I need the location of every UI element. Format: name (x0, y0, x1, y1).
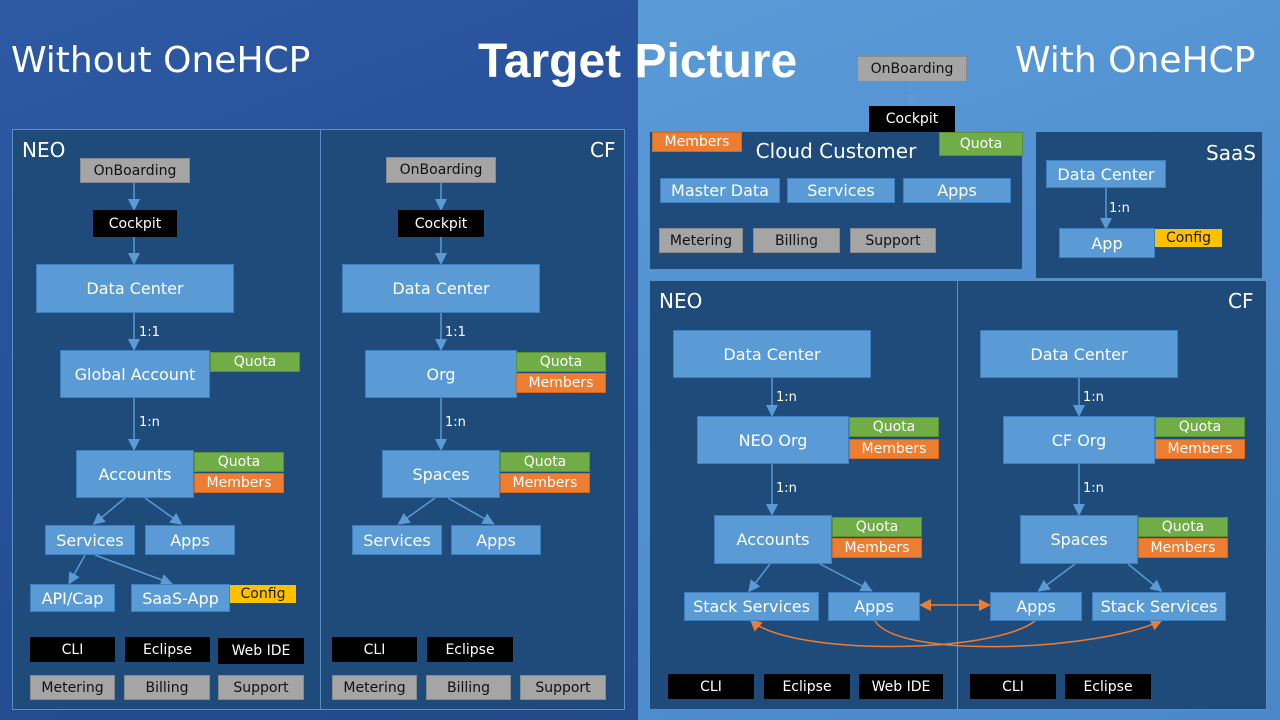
left-neo-accounts: Accounts (76, 450, 194, 498)
left-neo-ga-quota: Quota (210, 352, 300, 372)
left-cf-spaces-members: Members (500, 473, 590, 493)
left-neo-web-ide: Web IDE (218, 638, 304, 664)
left-cf-services: Services (352, 525, 442, 555)
left-neo-api-cap: API/Cap (30, 584, 115, 612)
cloud-customer-support: Support (850, 228, 936, 253)
right-neo-cli: CLI (668, 674, 754, 699)
left-neo-cockpit: Cockpit (93, 210, 177, 237)
left-neo-saas-app: SaaS-App (131, 584, 230, 612)
left-neo-onboarding: OnBoarding (80, 158, 190, 183)
right-neo-accounts-quota: Quota (832, 517, 922, 537)
left-neo-data-center: Data Center (36, 264, 234, 313)
saas-config: Config (1155, 229, 1222, 247)
right-cf-spaces: Spaces (1020, 515, 1138, 564)
left-cf-apps: Apps (451, 525, 541, 555)
saas-data-center: Data Center (1046, 160, 1166, 188)
left-neo-rel-1-n: 1:n (139, 415, 160, 430)
left-cf-cockpit: Cockpit (398, 210, 484, 237)
right-cf-stack-services: Stack Services (1092, 592, 1226, 621)
right-cf-eclipse: Eclipse (1065, 674, 1151, 699)
left-cf-metering: Metering (332, 675, 417, 700)
right-cf-apps: Apps (990, 592, 1082, 621)
title-without-onehcp: Without OneHCP (11, 40, 311, 81)
saas-label: SaaS (1206, 141, 1256, 165)
right-neo-accounts: Accounts (714, 515, 832, 564)
cloud-customer-title: Cloud Customer (755, 139, 917, 163)
right-neo-org-members: Members (849, 439, 939, 459)
right-cf-org: CF Org (1003, 416, 1155, 464)
right-neo-rel-2: 1:n (776, 481, 797, 496)
left-neo-apps: Apps (145, 525, 235, 555)
left-neo-accounts-members: Members (194, 473, 284, 493)
right-cf-data-center: Data Center (980, 330, 1178, 378)
title-target-picture: Target Picture (478, 35, 798, 88)
left-neo-global-account: Global Account (60, 350, 210, 398)
right-neo-data-center: Data Center (673, 330, 871, 378)
left-cf-spaces: Spaces (382, 450, 500, 498)
right-cf-spaces-quota: Quota (1138, 517, 1228, 537)
right-cockpit: Cockpit (869, 106, 955, 132)
left-neo-metering: Metering (30, 675, 115, 700)
saas-rel-1-n: 1:n (1109, 201, 1130, 216)
left-neo-config: Config (230, 585, 296, 603)
left-cf-cli: CLI (332, 637, 417, 662)
right-cf-org-members: Members (1155, 439, 1245, 459)
left-cf-billing: Billing (426, 675, 511, 700)
left-neo-billing: Billing (124, 675, 210, 700)
right-onboarding: OnBoarding (857, 56, 967, 82)
cloud-customer-members: Members (652, 132, 742, 152)
right-neo-label: NEO (659, 289, 703, 313)
cloud-customer-billing: Billing (753, 228, 840, 253)
right-neo-rel-1: 1:n (776, 390, 797, 405)
left-cf-org-members: Members (516, 373, 606, 393)
title-with-onehcp: With OneHCP (1015, 40, 1256, 81)
right-cf-label: CF (1228, 289, 1254, 313)
right-neo-web-ide: Web IDE (859, 674, 943, 699)
left-cf-rel-1-1: 1:1 (445, 325, 466, 340)
right-neo-stack-services: Stack Services (684, 592, 819, 621)
right-cf-rel-2: 1:n (1083, 481, 1104, 496)
left-neo-eclipse: Eclipse (125, 637, 210, 662)
right-neo-apps: Apps (828, 592, 920, 621)
right-cf-rel-1: 1:n (1083, 390, 1104, 405)
cloud-customer-services: Services (787, 178, 895, 203)
left-cf-org-quota: Quota (516, 352, 606, 372)
left-neo-support: Support (218, 675, 304, 700)
left-cf-org: Org (365, 350, 517, 398)
cloud-customer-metering: Metering (659, 228, 743, 253)
saas-app: App (1059, 228, 1155, 258)
left-neo-services: Services (45, 525, 135, 555)
left-cf-label: CF (590, 138, 616, 162)
left-cf-data-center: Data Center (342, 264, 540, 313)
left-cf-rel-1-n: 1:n (445, 415, 466, 430)
left-neo-accounts-quota: Quota (194, 452, 284, 472)
right-neo-accounts-members: Members (832, 538, 922, 558)
right-cf-org-quota: Quota (1155, 417, 1245, 437)
left-neo-rel-1-1: 1:1 (139, 325, 160, 340)
cloud-customer-apps: Apps (903, 178, 1011, 203)
left-neo-cli: CLI (30, 637, 115, 662)
cloud-customer-quota: Quota (939, 132, 1023, 156)
left-cf-eclipse: Eclipse (427, 637, 513, 662)
left-neo-label: NEO (22, 138, 66, 162)
right-neo-org-quota: Quota (849, 417, 939, 437)
right-cf-cli: CLI (970, 674, 1056, 699)
left-cf-support: Support (520, 675, 606, 700)
left-cf-onboarding: OnBoarding (386, 157, 496, 183)
left-cf-spaces-quota: Quota (500, 452, 590, 472)
right-neo-org: NEO Org (697, 416, 849, 464)
right-neo-eclipse: Eclipse (764, 674, 850, 699)
right-cf-spaces-members: Members (1138, 538, 1228, 558)
cloud-customer-master-data: Master Data (660, 178, 780, 203)
